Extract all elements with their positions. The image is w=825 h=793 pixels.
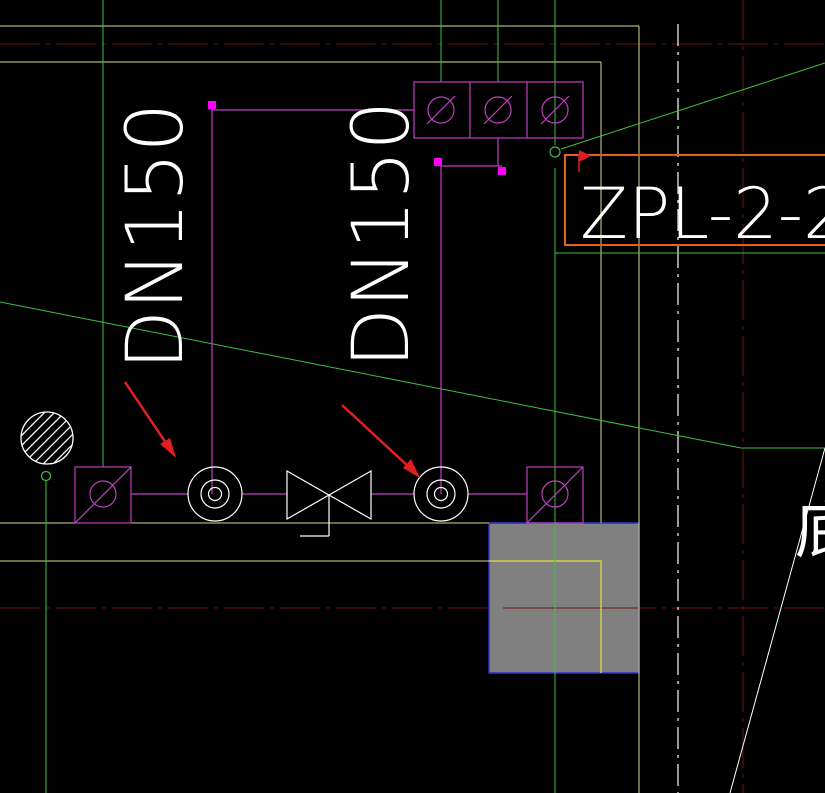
check-valve-icon — [413, 466, 469, 522]
pipe-size-label-left: DN150 — [111, 103, 201, 370]
pipe-riser-icon — [526, 466, 584, 524]
hydrant-node[interactable] — [40, 470, 52, 482]
grip-points[interactable] — [208, 101, 506, 175]
pipe-riser-icon — [483, 95, 513, 125]
tag-box[interactable] — [564, 154, 825, 246]
riser-tag-label: ZPL-2-2 — [580, 173, 825, 255]
flag-icon — [578, 150, 591, 172]
pipe-riser-icon — [426, 95, 456, 125]
pipe-riser-icon — [540, 95, 570, 125]
riser-group-top[interactable] — [413, 81, 584, 139]
structural-column[interactable] — [488, 522, 640, 674]
edge-glyph-label: 底 — [795, 494, 825, 567]
arrow-icon — [123, 381, 176, 458]
grip-point-2 — [434, 158, 442, 166]
grip-point-1 — [208, 101, 216, 109]
pipe-riser-icon — [74, 466, 132, 524]
check-valve-icon — [187, 466, 243, 522]
connection-node[interactable] — [549, 146, 561, 158]
column-inner-outline — [489, 560, 602, 673]
pipe-mid-branch — [441, 138, 502, 167]
gate-valve-icon[interactable] — [286, 469, 372, 537]
arrow-icon — [341, 404, 420, 478]
pipe-size-label-right: DN150 — [337, 101, 427, 368]
white-diagonal-line — [729, 447, 825, 793]
grip-point-3 — [498, 167, 506, 175]
